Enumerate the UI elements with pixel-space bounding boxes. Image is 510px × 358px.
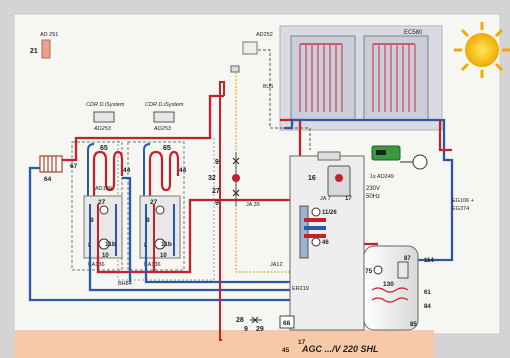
label-ad199: AD199 [95, 186, 112, 192]
label-130: 130 [383, 281, 394, 288]
zone-b-dashed [127, 141, 185, 271]
mains-loop [219, 81, 225, 341]
outdoor-sensor [230, 65, 240, 73]
solar-controller [371, 145, 428, 170]
label-87: 87 [404, 256, 411, 262]
label-l-b: L [144, 243, 148, 249]
label-50hz: 50Hz [366, 194, 380, 200]
label-21: 21 [30, 48, 38, 55]
label-9e: 9 [244, 326, 248, 333]
valve-28 [250, 316, 262, 324]
label-68: 68 [283, 320, 291, 327]
label-75: 75 [365, 268, 373, 275]
label-11b-a: 11b [105, 241, 116, 248]
underfloor-loop-a [92, 150, 124, 196]
label-17: 17 [345, 196, 352, 202]
ad252-device [242, 41, 258, 55]
label-65b: 65 [163, 145, 171, 152]
label-cdr2: CDR D.iSystem [145, 102, 184, 108]
ad251-sensor [41, 39, 51, 59]
label-61: 61 [424, 290, 431, 296]
solar-collector-left [290, 35, 356, 121]
component-68 [279, 315, 295, 329]
label-27c: 27 [212, 188, 220, 195]
room-unit-2 [153, 111, 175, 123]
label-ad251: AD 251 [40, 32, 58, 38]
label-ad252: AD252 [256, 32, 273, 38]
label-ad249: 1x AD249 [370, 174, 394, 180]
bus-line [258, 49, 311, 150]
label-er219: ER219 [292, 286, 309, 292]
label-bus: BUS [263, 84, 274, 90]
label-17b: 17 [298, 339, 306, 346]
label-ja12: JA12 [270, 262, 283, 268]
boiler-module [289, 151, 365, 331]
label-agc: AGC .../V 220 SHL [301, 344, 379, 354]
label-46: 46 [322, 240, 329, 246]
label-29: 29 [256, 326, 264, 333]
label-ja7: JA 7 [320, 196, 331, 202]
label-ad253a: AD253 [93, 126, 112, 132]
label-64: 64 [44, 176, 52, 183]
label-230v: 230V [366, 186, 380, 192]
label-cdr1: CDR D.iSystem [86, 102, 125, 108]
label-45: 45 [282, 347, 290, 354]
sun-icon [454, 22, 510, 78]
label-32: 32 [208, 175, 216, 182]
room-unit-1 [93, 111, 115, 123]
label-ea136b: EA136 [144, 262, 161, 268]
label-ja35: JA 35 [246, 202, 260, 208]
label-9b: 9 [146, 217, 150, 224]
label-9a: 9 [90, 217, 94, 224]
label-9c: 9 [215, 159, 219, 166]
mixing-group-a [83, 195, 123, 259]
title-band [14, 330, 434, 358]
label-16: 16 [308, 175, 316, 182]
label-27b: 27 [150, 199, 158, 206]
label-eg374: EG374 [452, 206, 469, 212]
valve-column [232, 152, 240, 206]
label-67: 67 [70, 163, 78, 170]
label-eg106: EG106 + [452, 198, 474, 204]
label-10a: 10 [102, 253, 109, 259]
label-84: 84 [424, 304, 431, 310]
label-28: 28 [236, 317, 244, 324]
label-11b-b: 11b [161, 241, 172, 248]
label-27a: 27 [98, 199, 106, 206]
sensor-cable-yellow [235, 72, 300, 273]
label-114: 114 [424, 258, 434, 264]
label-44a: 44 [123, 167, 131, 174]
label-44b: 44 [179, 167, 187, 174]
label-85: 85 [410, 322, 417, 328]
label-65a: 65 [100, 145, 108, 152]
radiator [39, 155, 63, 173]
label-ea136a: EA136 [88, 262, 105, 268]
label-ec580: EC580 [404, 30, 423, 36]
label-11-26: 11/26 [322, 210, 337, 216]
label-l-a: L [88, 243, 92, 249]
underfloor-loop-b [148, 150, 180, 196]
label-bh84: BH84 [118, 281, 132, 287]
mixing-group-b [139, 195, 181, 259]
label-10b: 10 [160, 253, 167, 259]
label-ad253b: AD253 [153, 126, 172, 132]
solar-return [438, 120, 452, 152]
solar-collector-right [363, 35, 429, 121]
label-9d: 9 [215, 200, 219, 207]
dhw-tank [363, 245, 419, 331]
return-pipes [28, 118, 454, 302]
